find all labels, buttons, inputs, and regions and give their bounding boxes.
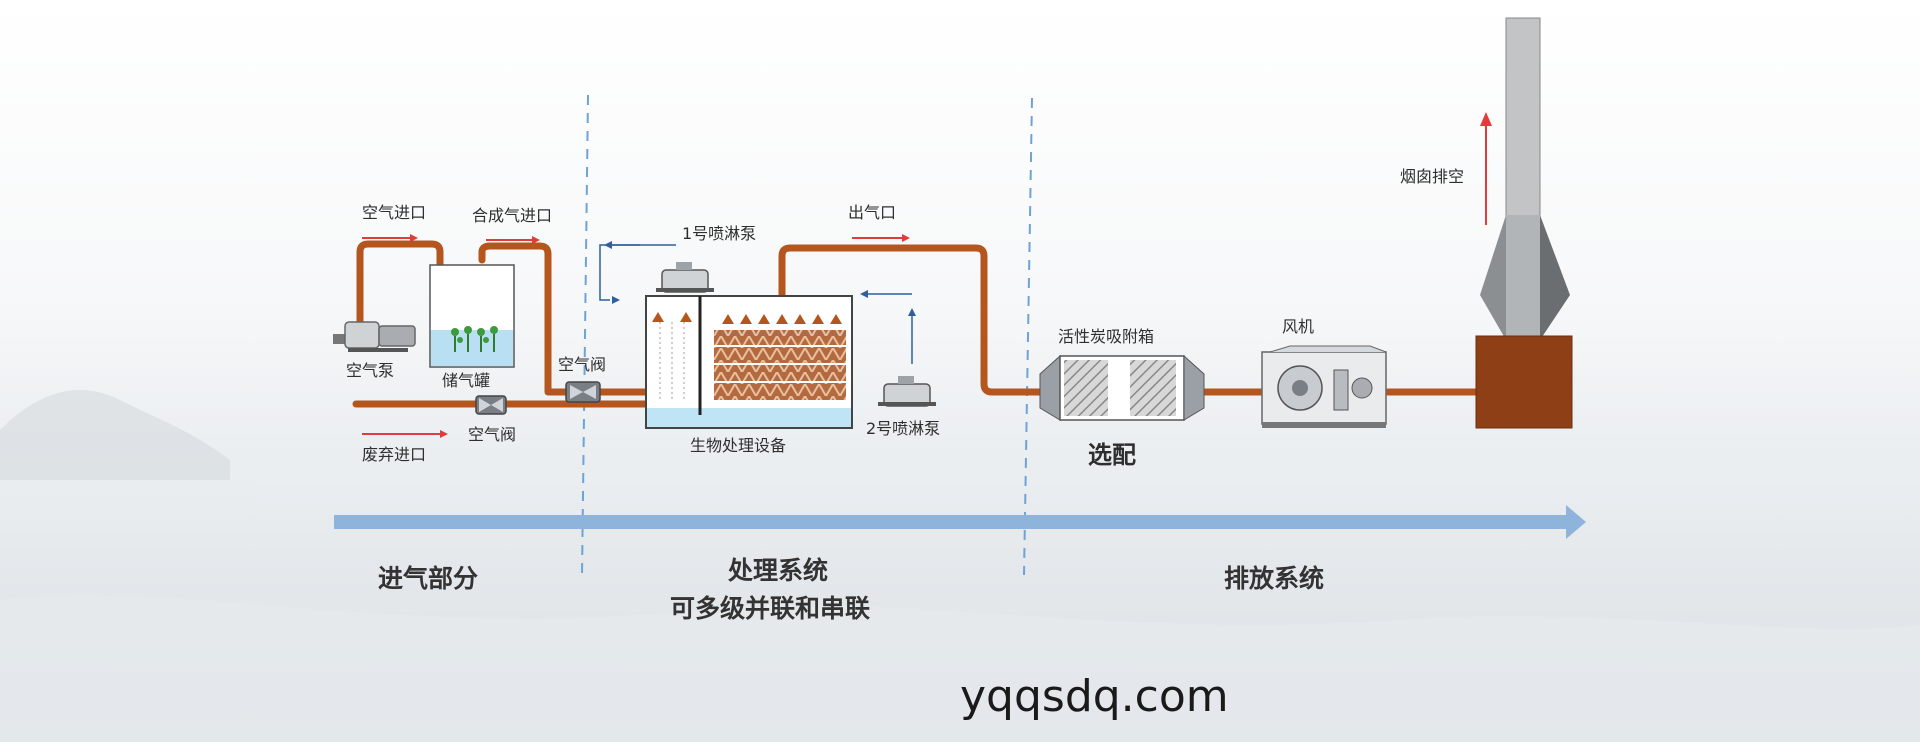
air-valve-top-label: 空气阀 [558, 356, 606, 374]
fan-icon [1262, 346, 1386, 428]
section-intake: 进气部分 [378, 564, 478, 594]
spray-pump-1-label: 1号喷淋泵 [682, 225, 756, 243]
air-inlet-label: 空气进口 [362, 204, 426, 222]
waste-inlet-label: 废弃进口 [362, 446, 426, 464]
site-watermark: yqqsdq.com [960, 672, 1229, 722]
section-discharge: 排放系统 [1224, 564, 1324, 594]
air-valve-bottom-icon [476, 396, 506, 414]
gas-outlet-label: 出气口 [848, 204, 896, 222]
chimney-label: 烟囱排空 [1400, 168, 1464, 186]
gas-tank-icon [430, 265, 514, 367]
gas-tank-label: 储气罐 [442, 372, 490, 390]
carbon-box-label: 活性炭吸附箱 [1058, 328, 1154, 346]
chimney-icon [1476, 18, 1572, 428]
optional-label: 选配 [1088, 441, 1136, 469]
fan-label: 风机 [1282, 318, 1314, 336]
air-valve-top-icon [566, 382, 600, 402]
section-treatment-line2: 可多级并联和串联 [670, 594, 870, 624]
bio-treatment-equipment-icon [646, 296, 852, 428]
spray-pump-1-icon [656, 262, 714, 292]
air-pump-label: 空气泵 [346, 362, 394, 380]
bio-equipment-label: 生物处理设备 [690, 437, 786, 455]
section-treatment-line1: 处理系统 [728, 556, 828, 586]
spray-pump-2-icon [878, 376, 936, 406]
spray-pump-2-label: 2号喷淋泵 [866, 420, 940, 438]
air-valve-bottom-label: 空气阀 [468, 426, 516, 444]
air-pump-icon [333, 322, 415, 352]
syngas-inlet-label: 合成气进口 [472, 207, 552, 225]
carbon-adsorption-box-icon [1040, 356, 1204, 420]
